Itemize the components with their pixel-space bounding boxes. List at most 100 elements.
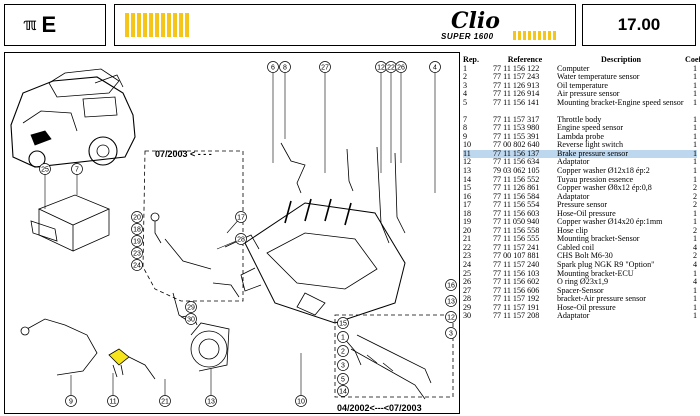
cell-description: Adaptator	[557, 157, 590, 167]
cell-reference: 77 00 107 881	[493, 251, 540, 261]
cell-coef: 1	[692, 217, 697, 227]
cell-rep: 21	[463, 234, 472, 244]
cell-coef: 1	[692, 174, 697, 184]
cell-description: Copper washer Ø8x12 ép:0,8	[557, 183, 652, 193]
cell-coef: 1	[692, 166, 697, 176]
cell-description: Reverse light switch	[557, 140, 624, 150]
callout-18: 18	[133, 227, 141, 234]
cell-coef: 1	[692, 234, 697, 244]
cell-rep: 9	[463, 131, 468, 141]
cell-reference: 77 11 157 208	[493, 311, 540, 321]
callout-25: 25	[41, 167, 49, 174]
header-description: Description	[600, 55, 641, 64]
cell-rep: 23	[463, 251, 472, 261]
cell-description: Copper washer Ø12x18 ép:2	[557, 166, 650, 176]
cell-rep: 14	[463, 174, 472, 184]
cell-coef: 1	[692, 302, 697, 312]
cell-rep: 3	[463, 80, 468, 90]
page-number-box: 17.00	[582, 4, 696, 46]
callout-13: 13	[207, 399, 215, 406]
throttle-body	[190, 322, 230, 372]
car-illustration	[10, 68, 136, 168]
cell-description: Engine speed sensor	[557, 123, 624, 133]
cell-description: bracket-Air pressure sensor	[557, 294, 646, 304]
speed-sensor-cable	[280, 142, 306, 194]
brand-banner: Clio SUPER 1600	[114, 4, 576, 46]
cell-rep: 1	[463, 63, 468, 73]
cell-reference: 77 11 126 861	[493, 183, 540, 193]
cell-reference: 77 11 126 913	[493, 80, 540, 90]
cell-description: Lambda probe	[557, 131, 604, 141]
cell-coef: 4	[692, 277, 697, 287]
cell-description: Adaptator	[557, 311, 590, 321]
cell-rep: 26	[463, 277, 472, 287]
cell-rep: 20	[463, 225, 472, 235]
callout-7: 7	[75, 167, 79, 174]
cell-rep: 13	[463, 166, 472, 176]
cell-description: Computer	[557, 63, 590, 73]
cell-description: Adaptator	[557, 191, 590, 201]
callout-2: 2	[341, 349, 345, 356]
cell-description: Mounting bracket-ECU	[557, 268, 634, 278]
cell-reference: 77 11 156 602	[493, 277, 540, 287]
cell-coef: 1	[692, 268, 697, 278]
table-row[interactable]: 28 77 11 157 192 bracket-Air pressure sens…	[463, 295, 697, 304]
cell-description: Cabled coil	[557, 242, 595, 252]
cell-reference: 77 11 157 192	[493, 294, 540, 304]
callout-1: 1	[341, 335, 345, 342]
cell-reference: 77 11 155 391	[493, 131, 540, 141]
cell-description: Spacer-Sensor	[557, 285, 604, 295]
callout-6: 6	[271, 65, 275, 72]
ecu-unit	[30, 194, 111, 252]
cell-coef: 4	[692, 242, 697, 252]
cell-description: Brake pressure sensor	[557, 148, 629, 158]
callout-19: 19	[133, 239, 141, 246]
cell-rep: 28	[463, 294, 472, 304]
cell-rep: 18	[463, 208, 472, 218]
cell-reference: 77 11 156 558	[493, 225, 540, 235]
engine-block	[224, 198, 406, 324]
diagram-canvas: 6 8 27 12 22 26 4 25 7 20 18 19 23 24 17…	[10, 61, 457, 413]
cell-rep: 2	[463, 72, 468, 82]
cell-reference: 77 11 156 103	[493, 268, 540, 278]
cell-reference: 77 11 157 317	[493, 114, 540, 124]
cell-rep: 8	[463, 123, 468, 133]
page-number: 17.00	[617, 15, 661, 34]
dashed-region-bottom	[334, 314, 454, 398]
callout-21: 21	[161, 399, 169, 406]
cell-coef: 1	[692, 148, 697, 158]
callout-30: 30	[187, 317, 195, 324]
hose-parts	[342, 334, 432, 400]
cell-coef: 1	[692, 208, 697, 218]
cell-coef: 1	[692, 311, 697, 321]
